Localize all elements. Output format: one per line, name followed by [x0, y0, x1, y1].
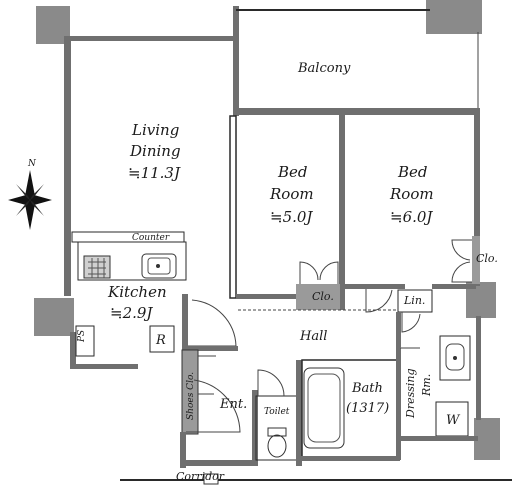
- door-kitchen: [188, 299, 237, 347]
- compass-needle-nw: [16, 184, 30, 200]
- fridge-box: [149, 325, 175, 353]
- bath-wall-bottom: [300, 456, 400, 461]
- dressing-sink-cabinet: [439, 335, 471, 381]
- hall-right-wall: [396, 312, 401, 348]
- compass-needle-n: [25, 170, 35, 200]
- label-ent: Ent.: [219, 397, 247, 412]
- wall-living-right-upper: [233, 6, 239, 116]
- label-dining: Dining: [129, 142, 181, 160]
- closet-bed2-door-2: [451, 261, 472, 283]
- label-bath-size: (1317): [346, 401, 389, 416]
- toilet-bowl: [267, 434, 287, 458]
- ps-box: [75, 325, 95, 357]
- compass-north-label: N: [27, 159, 37, 169]
- kitchen-bottom-wall: [70, 364, 138, 369]
- door-toilet: [257, 369, 285, 397]
- wall-bed2-bottom-right: [432, 284, 476, 289]
- compass-rose: [8, 170, 52, 230]
- stove-burner-grid: [88, 258, 106, 278]
- wall-top-living: [64, 36, 236, 41]
- pillar-mid-left: [34, 298, 74, 336]
- label-toilet: Toilet: [264, 407, 290, 417]
- label-hall: Hall: [299, 329, 327, 344]
- compass-needle-se: [30, 200, 44, 216]
- label-counter: Counter: [132, 233, 170, 243]
- door-shoe-closet: [198, 355, 216, 395]
- compass-needle-w: [8, 195, 30, 205]
- door-dressing: [399, 322, 420, 349]
- dressing-faucet: [453, 356, 457, 360]
- label-bed1: Bed: [277, 163, 308, 181]
- closet-bed1-door-right: [319, 261, 339, 284]
- wall-right: [474, 108, 480, 286]
- label-dressing: Dressing: [404, 368, 417, 419]
- kitchen-wall-mid: [182, 346, 238, 351]
- bath-tub: [303, 367, 345, 449]
- closet-bed1-door-left: [299, 261, 319, 284]
- label-clo-bed1: Clo.: [312, 290, 334, 303]
- compass-needle-s: [25, 200, 35, 230]
- closet-bed1: [296, 284, 340, 310]
- kitchen-counter: [77, 241, 187, 281]
- wall-bed2-bottom: [345, 284, 405, 289]
- label-kitchen: Kitchen: [107, 283, 167, 301]
- shoe-closet: [181, 349, 199, 435]
- label-bed2-size: ≒6.0J: [390, 208, 433, 226]
- label-bed2: Bed: [397, 163, 428, 181]
- label-kitchen-size: ≒2.9J: [110, 304, 153, 322]
- label-bed2-room: Room: [389, 185, 434, 203]
- corridor-door-frame: [203, 473, 219, 485]
- wall-top-bedrooms: [236, 108, 480, 115]
- wall-right-lower: [476, 316, 481, 420]
- sink-faucet: [156, 264, 160, 268]
- label-balcony: Balcony: [297, 61, 351, 76]
- door-entrance: [186, 379, 241, 433]
- door-linen: [401, 312, 421, 333]
- label-lin: Lin.: [403, 294, 425, 307]
- dressing-bottom-wall: [400, 436, 478, 441]
- partition-living-bed1: [229, 115, 237, 299]
- sink: [141, 253, 177, 279]
- bath-wall-right: [396, 346, 401, 460]
- compass-needle-ne: [30, 184, 44, 200]
- wall-bed1-bed2: [339, 114, 345, 310]
- label-bed1-size: ≒5.0J: [270, 208, 313, 226]
- toilet-tank: [267, 427, 287, 437]
- label-bath: Bath: [351, 381, 383, 396]
- wall-bed1-bottom: [236, 294, 296, 299]
- entrance-bottom-wall: [180, 460, 256, 466]
- entrance-wall-left: [180, 432, 186, 468]
- closet-bed2-door: [451, 239, 472, 261]
- entrance-wall-right: [252, 390, 258, 466]
- wall-left: [64, 36, 71, 296]
- compass-needle-sw: [16, 200, 30, 216]
- label-corridor: Corridor: [176, 470, 225, 483]
- closet-bed2: [472, 236, 480, 284]
- label-living-size: ≒11.3J: [128, 164, 181, 182]
- compass-needle-e: [30, 195, 52, 205]
- stove: [83, 255, 111, 279]
- door-bed2: [365, 289, 393, 313]
- label-w: W: [446, 413, 461, 428]
- label-clo-bed2: Clo.: [476, 252, 498, 265]
- label-dressing-rm: Rm.: [420, 374, 433, 397]
- toilet-wall-right: [296, 360, 302, 466]
- bath-tub-inner: [307, 373, 341, 443]
- wall-left-lower: [70, 332, 76, 368]
- label-bed1-room: Room: [269, 185, 314, 203]
- sink-basin: [147, 257, 171, 275]
- label-living: Living: [131, 121, 179, 139]
- dressing-sink: [445, 343, 465, 371]
- pillar-bottom-right: [474, 418, 500, 460]
- kitchen-right-wall: [182, 294, 188, 350]
- pillar-top-right: [426, 0, 482, 34]
- label-ps: PS: [77, 330, 87, 343]
- label-r: R: [155, 333, 166, 348]
- label-shoe-clo: Shoes Clo.: [186, 372, 196, 420]
- linen-closet: [397, 289, 433, 313]
